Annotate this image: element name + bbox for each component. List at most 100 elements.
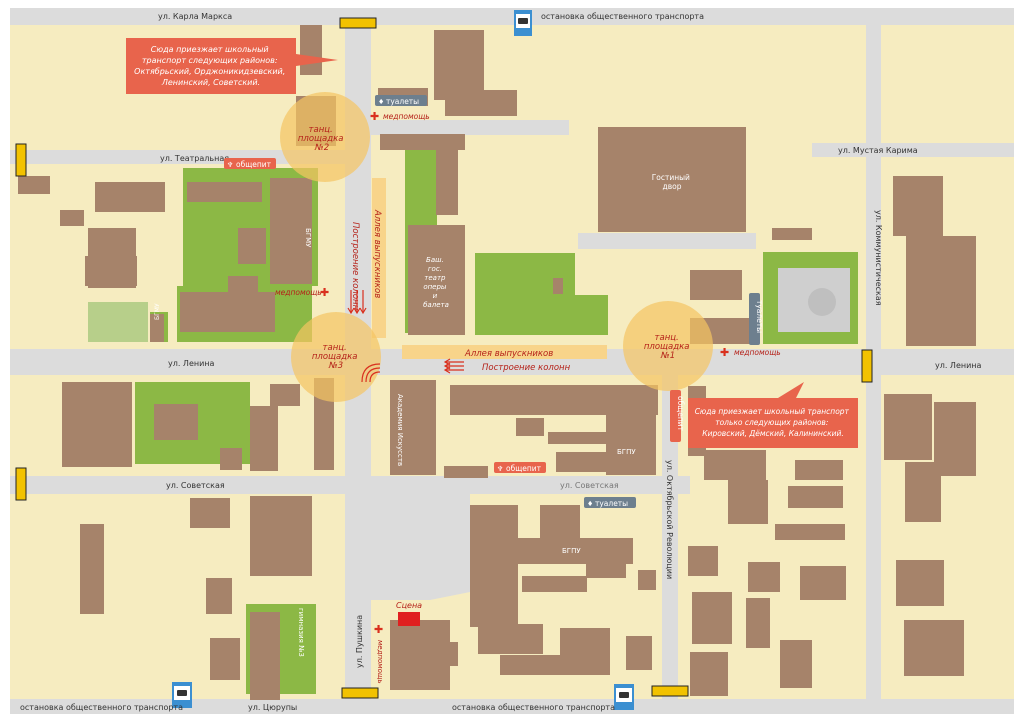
building — [704, 450, 766, 480]
food-label: общепит — [676, 396, 685, 432]
building — [270, 384, 300, 406]
alley-horizontal — [402, 345, 607, 359]
building-label-bgmu: БГМУ — [304, 228, 312, 248]
building — [154, 404, 198, 440]
building — [444, 466, 488, 478]
building — [896, 560, 944, 606]
building — [516, 418, 544, 436]
stop-label-top: остановка общественного транспорта — [541, 12, 704, 21]
medical-label: медпомощь — [734, 348, 781, 357]
dance-floor-2-label: танц. — [309, 125, 333, 135]
medical-marker-top[interactable]: ✚ медпомощь — [370, 110, 430, 123]
food-badge-teatralnaya[interactable]: ♆ общепит — [224, 158, 276, 169]
svg-text:Баш. гос. театр оп: Баш. гос. театр оперы и балета — [423, 256, 449, 309]
building — [180, 292, 275, 332]
building — [150, 314, 164, 342]
building — [800, 566, 846, 600]
street-tsyurupy: ул. Цюрупы — [248, 703, 297, 712]
stage-marker[interactable]: Сцена — [396, 601, 422, 626]
dance-floor-2-label: площадка — [298, 134, 344, 144]
toilet-icon: ♦ — [378, 98, 384, 106]
assembly-label-vertical: Построение колонн — [350, 222, 360, 311]
building — [522, 576, 587, 592]
building-label-gostiny: двор — [663, 182, 682, 191]
building — [556, 452, 606, 472]
stage-label: Сцена — [396, 601, 422, 610]
road-square — [371, 490, 470, 600]
callout-text: транспорт следующих районов: — [142, 56, 278, 65]
road-mustaya-karima — [812, 143, 1014, 157]
medical-marker-bgmu[interactable]: ✚ медпомощь — [275, 286, 329, 299]
building — [187, 182, 262, 202]
building — [626, 636, 652, 670]
street-lenina-left: ул. Ленина — [168, 359, 215, 368]
svg-text:Гостиный двор: Гостиный двор — [652, 173, 693, 191]
medical-label: медпомощь — [376, 640, 384, 684]
medical-marker-right[interactable]: ✚ медпомощь — [720, 346, 781, 359]
toilets-badge-right[interactable]: туалеты — [749, 293, 764, 345]
building — [250, 406, 278, 471]
barriers — [15, 17, 873, 699]
building-label-academy: Академия Искусств — [396, 394, 404, 466]
building — [434, 30, 484, 100]
alley-label-vertical: Аллея выпускников — [372, 209, 382, 298]
park — [548, 295, 608, 335]
medical-label: медпомощь — [383, 112, 430, 121]
toilets-badge-bottom[interactable]: ♦ туалеты — [584, 497, 636, 508]
building — [788, 486, 843, 508]
medical-cross-icon: ✚ — [370, 110, 379, 123]
alleys — [372, 178, 607, 359]
barrier-top — [339, 17, 377, 29]
street-karla-marksa: ул. Карла Маркса — [158, 12, 232, 21]
building — [85, 256, 137, 286]
toilets-badge-top[interactable]: туалеты ♦ — [375, 95, 427, 106]
bus-stop-top[interactable] — [514, 10, 532, 36]
dance-floor-circle-2 — [280, 92, 370, 182]
building-label-bgpu: БГПУ — [562, 547, 581, 555]
building — [904, 620, 964, 676]
street-oktyabrskoy: ул. Октябрьской Революции — [665, 460, 674, 579]
building — [690, 270, 742, 300]
building-label-opera: театр — [424, 274, 446, 282]
food-label: общепит — [506, 464, 542, 473]
building — [638, 570, 656, 590]
barrier-left-1 — [15, 143, 27, 177]
building — [408, 225, 465, 335]
medical-label: медпомощь — [275, 288, 322, 297]
building — [893, 176, 943, 236]
building — [690, 652, 728, 696]
bus-stop-bottom-left[interactable] — [172, 682, 192, 708]
dance-floors: танц. площадка №2 танц. площадка №3 танц… — [280, 92, 713, 402]
assembly-label-horizontal: Построение колонн — [482, 363, 571, 373]
alley-label-horizontal: Аллея выпускников — [464, 349, 553, 359]
food-badge-oktyabrskoy[interactable]: общепит — [670, 390, 685, 442]
building — [18, 176, 50, 194]
building — [445, 90, 517, 116]
building — [775, 524, 845, 540]
building — [748, 562, 780, 592]
building — [560, 628, 610, 660]
building — [238, 228, 266, 264]
medical-cross-icon: ✚ — [320, 286, 329, 299]
bus-stop-bottom-right[interactable] — [614, 684, 634, 710]
alley-vertical — [372, 178, 386, 338]
road-karla-marksa — [10, 8, 1014, 25]
toilets-label: туалеты — [386, 97, 419, 106]
medical-marker-bottom[interactable]: ✚ медпомощь — [374, 623, 384, 684]
callout-text: Ленинский, Советский. — [161, 78, 260, 87]
toilets-label: туалеты — [755, 300, 764, 333]
building — [190, 498, 230, 528]
building-gostiny-dvor — [598, 127, 746, 232]
food-badge-sovetskaya[interactable]: ♆ общепит — [494, 462, 546, 473]
building — [553, 278, 563, 294]
building — [270, 178, 312, 284]
food-icon: ♆ — [497, 465, 503, 473]
building — [780, 640, 812, 688]
dance-floor-circle-3 — [291, 312, 381, 402]
svg-text:танц. площадка №3: танц. площадка №3 — [312, 343, 360, 371]
building — [436, 150, 458, 215]
building — [416, 642, 458, 666]
building-label-opera: оперы — [423, 283, 447, 291]
dance-floor-circle-1 — [623, 301, 713, 391]
